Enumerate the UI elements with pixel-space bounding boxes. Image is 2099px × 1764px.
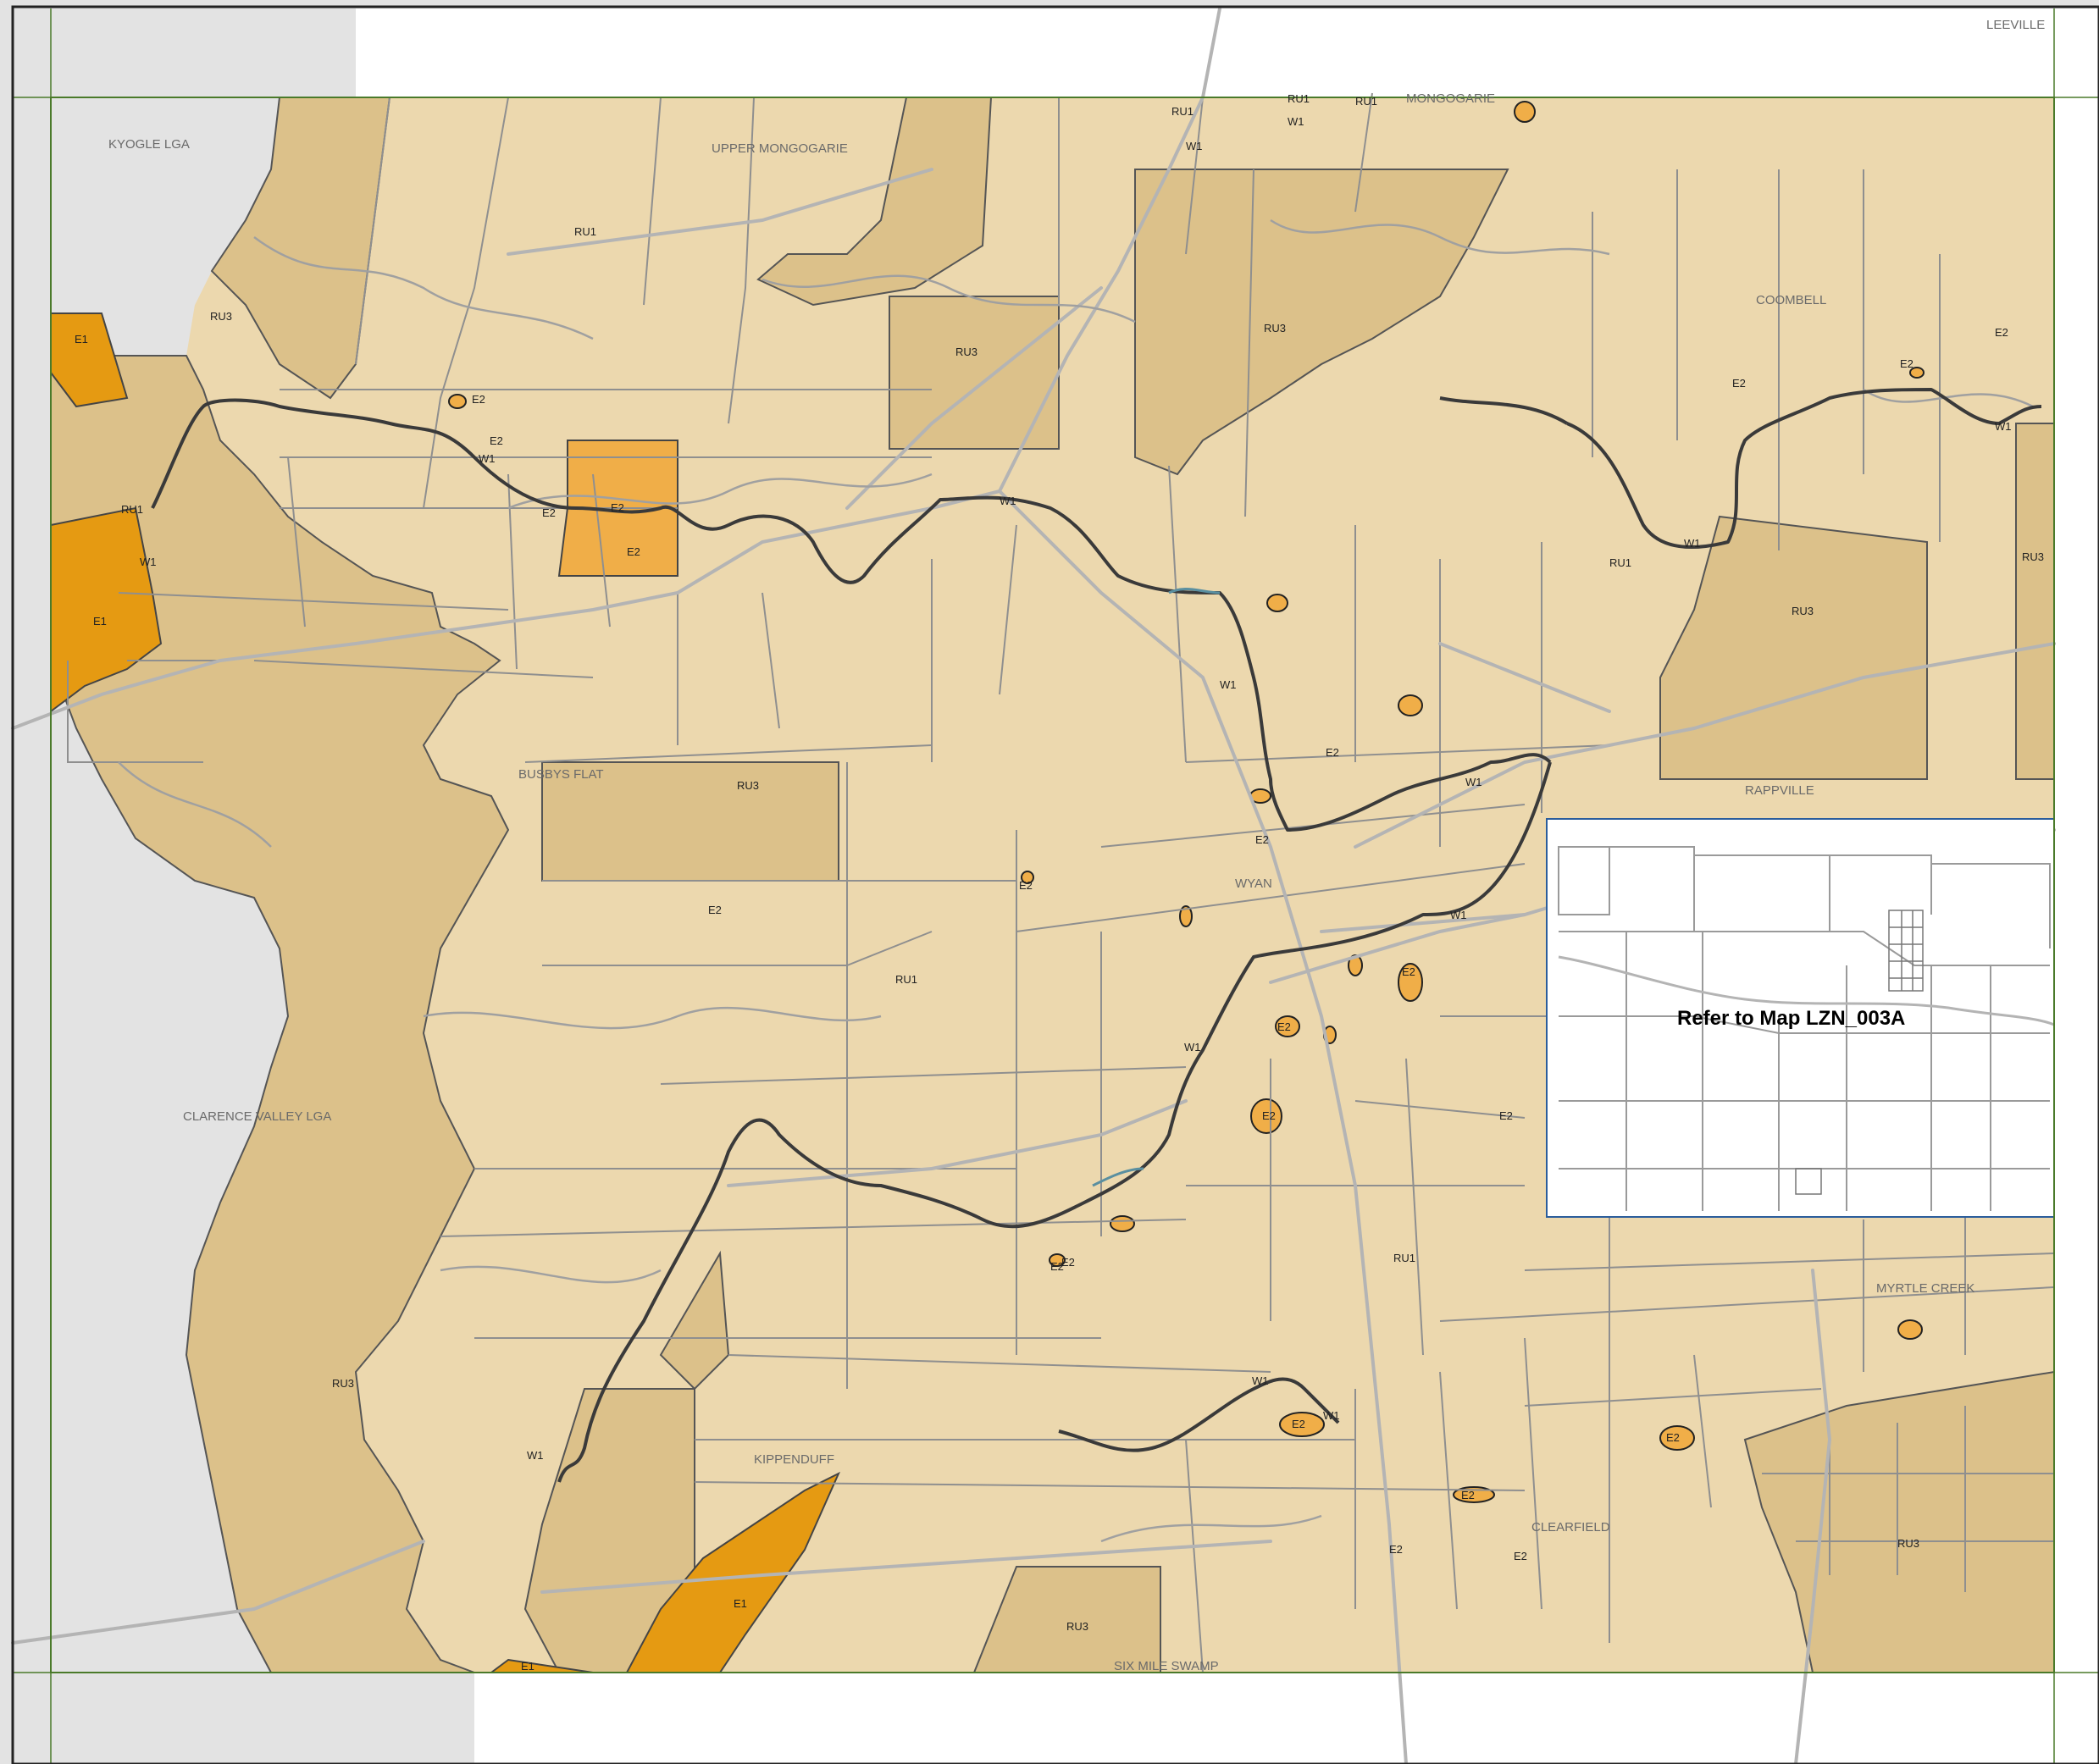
zones-ru3 bbox=[50, 97, 2055, 1673]
zone-label-ru3: RU3 bbox=[1897, 1537, 1919, 1550]
outside-land-north bbox=[356, 8, 2050, 97]
zone-label-ru3: RU3 bbox=[1792, 605, 1814, 617]
zone-label-e2: E2 bbox=[1050, 1260, 1064, 1273]
zone-label-e2: E2 bbox=[1900, 357, 1913, 370]
zone-label-e1: E1 bbox=[93, 615, 107, 628]
zone-label-ru1: RU1 bbox=[574, 225, 596, 238]
zone-label-e2: E2 bbox=[1277, 1020, 1291, 1033]
zone-label-w1: W1 bbox=[1184, 1041, 1201, 1053]
zone-label-w1: W1 bbox=[1000, 495, 1016, 507]
zone-label-e2: E2 bbox=[611, 501, 624, 514]
zone-label-w1: W1 bbox=[1186, 140, 1203, 152]
label-mongogarie: MONGOGARIE bbox=[1406, 91, 1495, 106]
zone-label-ru3: RU3 bbox=[1066, 1620, 1088, 1633]
zone-label-w1: W1 bbox=[1220, 678, 1237, 691]
inset-map-frame bbox=[1546, 818, 2055, 1218]
zone-label-e2: E2 bbox=[1499, 1109, 1513, 1122]
zone-label-ru1: RU1 bbox=[1393, 1252, 1415, 1264]
zone-label-e2: E2 bbox=[1666, 1431, 1680, 1444]
zone-label-e1: E1 bbox=[734, 1597, 747, 1610]
zone-label-ru3: RU3 bbox=[737, 779, 759, 792]
zone-label-w1: W1 bbox=[527, 1449, 544, 1462]
zone-label-e2: E2 bbox=[472, 393, 485, 406]
zone-label-w1: W1 bbox=[1450, 909, 1467, 921]
zone-label-ru3: RU3 bbox=[2022, 550, 2044, 563]
zone-label-e2: E2 bbox=[1461, 1489, 1475, 1501]
zone-label-ru1: RU1 bbox=[121, 503, 143, 516]
zone-label-e2: E2 bbox=[1326, 746, 1339, 759]
zone-label-ru3: RU3 bbox=[332, 1377, 354, 1390]
label-clearfield: CLEARFIELD bbox=[1531, 1520, 1610, 1535]
creek-blue-segment bbox=[1168, 588, 1221, 594]
creek-blue-segment-2 bbox=[1092, 1167, 1144, 1187]
zone-label-ru3: RU3 bbox=[210, 310, 232, 323]
zone-label-e2: E2 bbox=[1402, 965, 1415, 978]
label-rappville: RAPPVILLE bbox=[1745, 783, 1814, 798]
outside-land-south bbox=[474, 1673, 2050, 1764]
zone-label-ru1: RU1 bbox=[1355, 95, 1377, 108]
label-kippenduff: KIPPENDUFF bbox=[754, 1452, 834, 1467]
label-busbys-flat: BUSBYS FLAT bbox=[518, 767, 604, 782]
kyogle-lga-area bbox=[13, 8, 292, 339]
zone-label-e2: E2 bbox=[1292, 1418, 1305, 1430]
river-w1 bbox=[151, 388, 2042, 1483]
zone-label-e2: E2 bbox=[627, 545, 640, 558]
zone-label-ru3: RU3 bbox=[1264, 322, 1286, 335]
zone-label-e2: E2 bbox=[1061, 1256, 1075, 1269]
zone-label-e2: E2 bbox=[1514, 1550, 1527, 1562]
zone-label-ru1: RU1 bbox=[1288, 92, 1310, 105]
zone-label-e2: E2 bbox=[1732, 377, 1746, 390]
zone-label-w1: W1 bbox=[479, 452, 496, 465]
zone-label-e2: E2 bbox=[708, 904, 722, 916]
label-kyogle-lga: KYOGLE LGA bbox=[108, 137, 190, 152]
zone-label-ru1: RU1 bbox=[895, 973, 917, 986]
inset-town-grid bbox=[1795, 910, 1924, 1195]
outer-border bbox=[11, 5, 2099, 1764]
zone-label-w1: W1 bbox=[1465, 776, 1482, 788]
zone-label-w1: W1 bbox=[140, 556, 157, 568]
locality-labels: LEEVILLE KYOGLE LGA UPPER MONGOGARIE MON… bbox=[108, 18, 2045, 1673]
zone-label-ru3: RU3 bbox=[955, 346, 978, 358]
label-coombell: COOMBELL bbox=[1756, 293, 1826, 307]
label-clarence-valley-lga: CLARENCE VALLEY LGA bbox=[183, 1109, 331, 1124]
zone-label-e2: E2 bbox=[542, 506, 556, 519]
ru3-lot-lines bbox=[67, 661, 2054, 1592]
clarence-lga-area bbox=[13, 881, 288, 1673]
inset-map-area[interactable]: Refer to Map LZN_003A bbox=[1546, 818, 2055, 1218]
zone-label-e2: E2 bbox=[1255, 833, 1269, 846]
label-myrtle-creek: MYRTLE CREEK bbox=[1876, 1281, 1974, 1296]
zone-label-w1: W1 bbox=[1684, 537, 1701, 550]
zone-label-e2: E2 bbox=[1262, 1109, 1276, 1122]
zone-label-e2: E2 bbox=[1995, 326, 2008, 339]
zone-label-e2: E2 bbox=[1389, 1543, 1403, 1556]
zone-label-e1: E1 bbox=[521, 1660, 534, 1673]
outside-land-east bbox=[2050, 8, 2099, 1764]
zone-label-w1: W1 bbox=[1995, 420, 2012, 433]
zone-labels: RU1 RU1 RU1 RU1 RU1 RU1 RU1 RU1 RU3 RU3 … bbox=[75, 92, 2044, 1673]
zone-label-ru1: RU1 bbox=[1171, 105, 1193, 118]
inset-map-reference-note: Refer to Map LZN_003A bbox=[1677, 1007, 1905, 1030]
zone-label-e1: E1 bbox=[75, 333, 88, 346]
zones-e2-small bbox=[448, 101, 1925, 1503]
zone-label-w1: W1 bbox=[1323, 1409, 1340, 1422]
inset-road bbox=[1558, 955, 2055, 1026]
zone-label-ru1: RU1 bbox=[1609, 556, 1631, 569]
label-six-mile-swamp: SIX MILE SWAMP bbox=[1114, 1659, 1219, 1673]
label-upper-mongogarie: UPPER MONGOGARIE bbox=[712, 141, 848, 156]
zone-label-e2: E2 bbox=[490, 434, 503, 447]
label-wyan: WYAN bbox=[1235, 876, 1272, 891]
zone-label-w1: W1 bbox=[1252, 1374, 1269, 1387]
zone-label-w1: W1 bbox=[1288, 115, 1304, 128]
zone-label-e2: E2 bbox=[1019, 879, 1033, 892]
label-leeville: LEEVILLE bbox=[1986, 18, 2045, 32]
